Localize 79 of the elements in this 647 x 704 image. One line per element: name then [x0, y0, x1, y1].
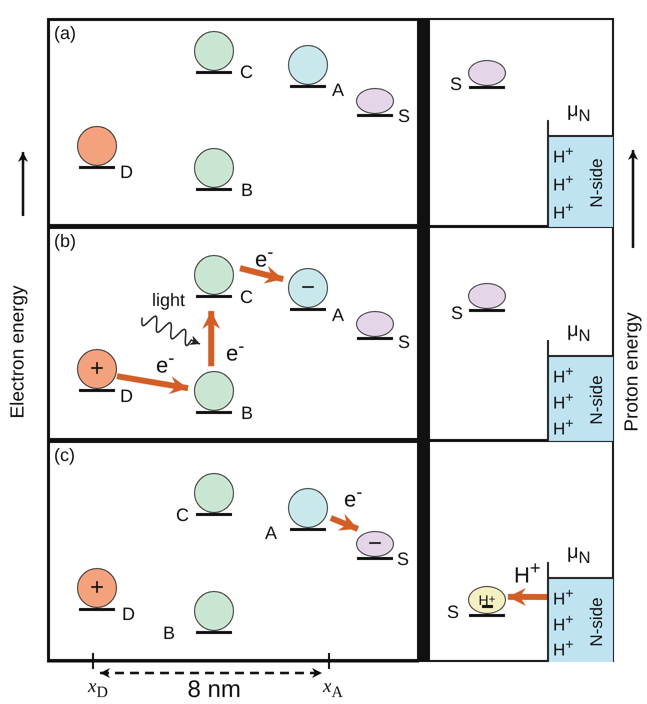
edge-label: H$^{+}$	[514, 556, 541, 588]
edge-label: e$^{-}$	[156, 346, 174, 378]
circle	[468, 60, 506, 86]
level-label: S	[447, 601, 460, 623]
level-label: B	[241, 179, 254, 201]
ion-label: H$^{+}$	[553, 171, 574, 197]
level-label: C	[176, 504, 189, 526]
edge-label: e$^{-}$	[226, 334, 244, 366]
arrow	[239, 265, 284, 284]
level-label: C	[240, 286, 253, 308]
circle	[356, 88, 394, 114]
ion-label: H$^{+}$	[553, 610, 574, 636]
circle: +	[77, 349, 117, 389]
potential-label: μ$_{N}$	[567, 99, 591, 127]
circle	[194, 31, 234, 71]
circle	[288, 488, 328, 528]
level-label: S	[397, 548, 410, 570]
ion-label: H$^{+}$	[553, 199, 574, 225]
circle: −	[288, 268, 328, 308]
level-label: A	[332, 79, 344, 101]
reservoir-box	[547, 577, 613, 662]
side-label: N-side	[586, 158, 607, 208]
ion-label: H$^{+}$	[553, 636, 574, 662]
level-label: D	[122, 603, 135, 625]
level-label: A	[332, 304, 344, 326]
ion-label: H$^{+}$	[553, 143, 574, 169]
panel	[428, 226, 614, 441]
position-label: x$_{D}$	[88, 675, 108, 703]
panel	[47, 440, 420, 662]
ion-label: H$^{+}$	[553, 363, 574, 389]
arrow	[116, 373, 188, 394]
edge-label: e$^{-}$	[255, 240, 274, 272]
arrow	[141, 315, 200, 346]
ion-label: H$^{+}$	[553, 415, 574, 441]
level-label: B	[163, 622, 176, 644]
position-label: x$_{A}$	[323, 675, 343, 703]
light-label: light	[152, 289, 186, 311]
potential-label: μ$_{N}$	[567, 319, 591, 347]
level-label: D	[120, 385, 133, 407]
circle	[77, 126, 117, 166]
potential-label: μ$_{N}$	[567, 541, 591, 569]
ion-label: H$^{+}$	[553, 389, 574, 415]
level-label: S	[398, 105, 410, 127]
circle	[194, 591, 234, 631]
level-label: D	[120, 161, 133, 183]
level-label: S	[398, 331, 410, 353]
level-label: S	[451, 302, 464, 324]
ion-label: H$^{+}$	[553, 585, 574, 611]
level-label: S	[450, 73, 462, 95]
circle: −	[356, 531, 394, 557]
side-label: N-side	[586, 375, 607, 425]
panel	[428, 18, 614, 227]
circle	[194, 255, 234, 295]
panel	[47, 226, 420, 441]
reservoir-box	[547, 135, 613, 227]
axis-title: Proton energy	[620, 312, 644, 432]
panel	[428, 440, 614, 662]
circle	[194, 473, 234, 513]
panel	[47, 18, 420, 227]
edge-label: e$^{-}$	[344, 480, 362, 512]
side-label: N-side	[586, 596, 607, 646]
dimension-label: 8 nm	[188, 677, 241, 703]
circle	[194, 371, 234, 411]
arrow	[202, 311, 220, 366]
arrow	[330, 514, 360, 532]
level-label: C	[240, 61, 253, 83]
circle	[288, 45, 328, 85]
panel-label: (c)	[54, 444, 75, 466]
level-label: A	[265, 522, 278, 544]
arrow	[508, 588, 547, 606]
circle	[468, 283, 506, 309]
circle: +	[77, 568, 117, 608]
circle	[356, 311, 394, 337]
panel-label: (a)	[54, 22, 76, 44]
axis-title: Electron energy	[6, 285, 30, 419]
panel-label: (b)	[54, 230, 76, 252]
level-label: B	[241, 402, 254, 424]
circle	[194, 148, 234, 188]
reservoir-box	[547, 355, 613, 441]
